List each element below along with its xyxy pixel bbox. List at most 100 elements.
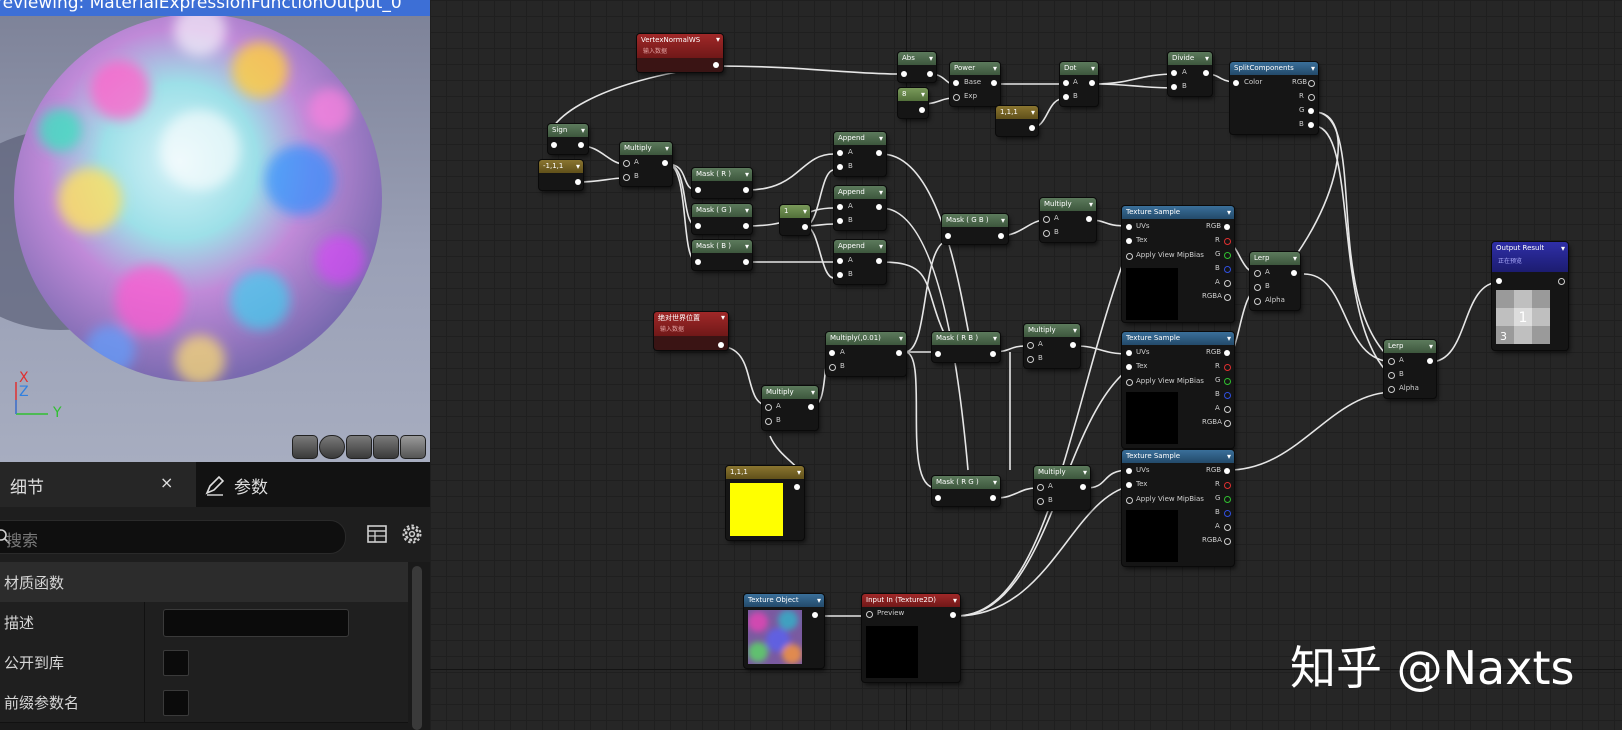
input-pin-mipbias[interactable] (1126, 497, 1133, 504)
cylinder-preview-button[interactable] (292, 435, 318, 459)
output-pin[interactable] (919, 107, 925, 113)
node-append-2[interactable]: Append A B (834, 186, 886, 230)
output-pin[interactable] (876, 204, 882, 210)
output-pin-g[interactable] (1224, 252, 1231, 259)
node-mask-rg[interactable]: Mask ( R G ) (932, 476, 1000, 506)
output-pin[interactable] (713, 62, 719, 68)
output-pin[interactable] (927, 71, 933, 77)
input-pin-b[interactable] (837, 218, 843, 224)
output-pin-b[interactable] (1224, 392, 1231, 399)
input-pin-alpha[interactable] (1388, 386, 1395, 393)
output-pin[interactable] (743, 223, 749, 229)
input-pin[interactable] (695, 223, 701, 229)
node-texture-sample-1[interactable]: Texture Sample UVs Tex Apply View MipBia… (1122, 206, 1234, 322)
input-pin-b[interactable] (1063, 94, 1069, 100)
input-pin-a[interactable] (1027, 342, 1034, 349)
teapot-preview-button[interactable] (400, 435, 426, 459)
node-vertex-normal[interactable]: VertexNormalWS 输入数据 (637, 34, 723, 72)
node-multiply-3[interactable]: Multiply A B (1040, 198, 1096, 242)
input-pin-a[interactable] (1388, 358, 1395, 365)
node-texture-object[interactable]: Texture Object (744, 594, 824, 668)
node-multiply-4[interactable]: Multiply A B (1024, 324, 1080, 368)
node-multiply-2[interactable]: Multiply A B (762, 386, 818, 430)
output-pin-r[interactable] (1224, 482, 1231, 489)
node-dot[interactable]: Dot A B (1060, 62, 1098, 106)
node-sign[interactable]: Sign (548, 124, 588, 154)
input-pin-base[interactable] (953, 80, 959, 86)
input-pin-b[interactable] (1388, 372, 1395, 379)
node-output-result[interactable]: Output Result 正在预览 1 3 (1492, 242, 1568, 350)
output-pin[interactable] (876, 258, 882, 264)
input-pin-b[interactable] (837, 164, 843, 170)
sphere-preview-button[interactable] (319, 435, 345, 459)
node-multiply-1[interactable]: Multiply A B (620, 142, 672, 186)
input-pin-b[interactable] (1027, 356, 1034, 363)
node-const-111[interactable]: 1,1,1 (996, 106, 1038, 136)
node-mask-b[interactable]: Mask ( B ) (692, 240, 752, 270)
input-pin-uvs[interactable] (1126, 224, 1132, 230)
output-pin[interactable] (1203, 70, 1209, 76)
node-const-8[interactable]: 8 (898, 88, 928, 118)
input-pin-a[interactable] (837, 258, 843, 264)
input-pin-mipbias[interactable] (1126, 379, 1133, 386)
output-pin-b[interactable] (1308, 122, 1314, 128)
output-pin[interactable] (743, 187, 749, 193)
output-pin-rgb[interactable] (1224, 350, 1230, 356)
output-pin-a[interactable] (1224, 280, 1231, 287)
output-pin[interactable] (802, 224, 808, 230)
settings-gear-icon[interactable] (400, 522, 424, 546)
input-pin-exp[interactable] (953, 94, 960, 101)
output-pin-rgb[interactable] (1224, 468, 1230, 474)
output-pin[interactable] (991, 80, 997, 86)
input-pin[interactable] (695, 259, 701, 265)
output-pin[interactable] (1427, 358, 1433, 364)
input-pin-tex[interactable] (1126, 482, 1132, 488)
node-multiply-5[interactable]: Multiply A B (1034, 466, 1090, 510)
node-absolute-world-position[interactable]: 绝对世界位置 输入数据 (654, 312, 728, 350)
input-pin[interactable] (695, 187, 701, 193)
output-pin-g[interactable] (1308, 108, 1314, 114)
input-pin-color[interactable] (1233, 80, 1239, 86)
preview-viewport[interactable]: reviewing: MaterialExpressionFunctionOut… (0, 0, 430, 462)
output-pin-rgba[interactable] (1224, 420, 1231, 427)
output-pin-rgb[interactable] (1224, 224, 1230, 230)
input-pin-a[interactable] (1063, 80, 1069, 86)
input-pin-b[interactable] (829, 364, 836, 371)
input-pin[interactable] (901, 71, 907, 77)
input-pin-b[interactable] (1037, 498, 1044, 505)
output-pin[interactable] (1070, 342, 1076, 348)
node-append-1[interactable]: Append A B (834, 132, 886, 176)
node-texture-sample-3[interactable]: Texture Sample UVs Tex Apply View MipBia… (1122, 450, 1234, 566)
output-pin[interactable] (1291, 270, 1297, 276)
input-pin-b[interactable] (837, 272, 843, 278)
output-pin[interactable] (998, 233, 1004, 239)
node-split-components[interactable]: SplitComponents Color RGB R G B (1230, 62, 1318, 134)
output-pin[interactable] (1089, 80, 1095, 86)
search-input[interactable]: 搜索 (0, 520, 346, 554)
output-pin[interactable] (1558, 278, 1565, 285)
node-multiply-001[interactable]: Multiply(,0.01) A B (826, 332, 906, 376)
output-pin-a[interactable] (1224, 524, 1231, 531)
input-pin-uvs[interactable] (1126, 350, 1132, 356)
output-pin-b[interactable] (1224, 510, 1231, 517)
input-pin-b[interactable] (765, 418, 772, 425)
expose-to-library-checkbox[interactable] (163, 650, 189, 676)
input-pin-a[interactable] (1037, 484, 1044, 491)
node-divide[interactable]: Divide A B (1168, 52, 1212, 96)
tab-details[interactable]: 细节 × (0, 462, 196, 507)
output-pin-b[interactable] (1224, 266, 1231, 273)
input-pin-a[interactable] (1171, 70, 1177, 76)
output-pin[interactable] (808, 404, 814, 410)
output-pin-rgba[interactable] (1224, 294, 1231, 301)
node-mask-gb[interactable]: Mask ( G B ) (942, 214, 1008, 244)
input-pin[interactable] (935, 351, 941, 357)
prefix-params-checkbox[interactable] (163, 690, 189, 716)
input-pin-b[interactable] (1254, 284, 1261, 291)
output-pin[interactable] (718, 342, 724, 348)
node-lerp-2[interactable]: Lerp A B Alpha (1384, 340, 1436, 398)
input-pin-tex[interactable] (1126, 364, 1132, 370)
details-scrollbar[interactable] (412, 566, 422, 730)
input-pin-preview[interactable] (866, 611, 873, 618)
input-pin-tex[interactable] (1126, 238, 1132, 244)
input-pin-a[interactable] (623, 160, 630, 167)
